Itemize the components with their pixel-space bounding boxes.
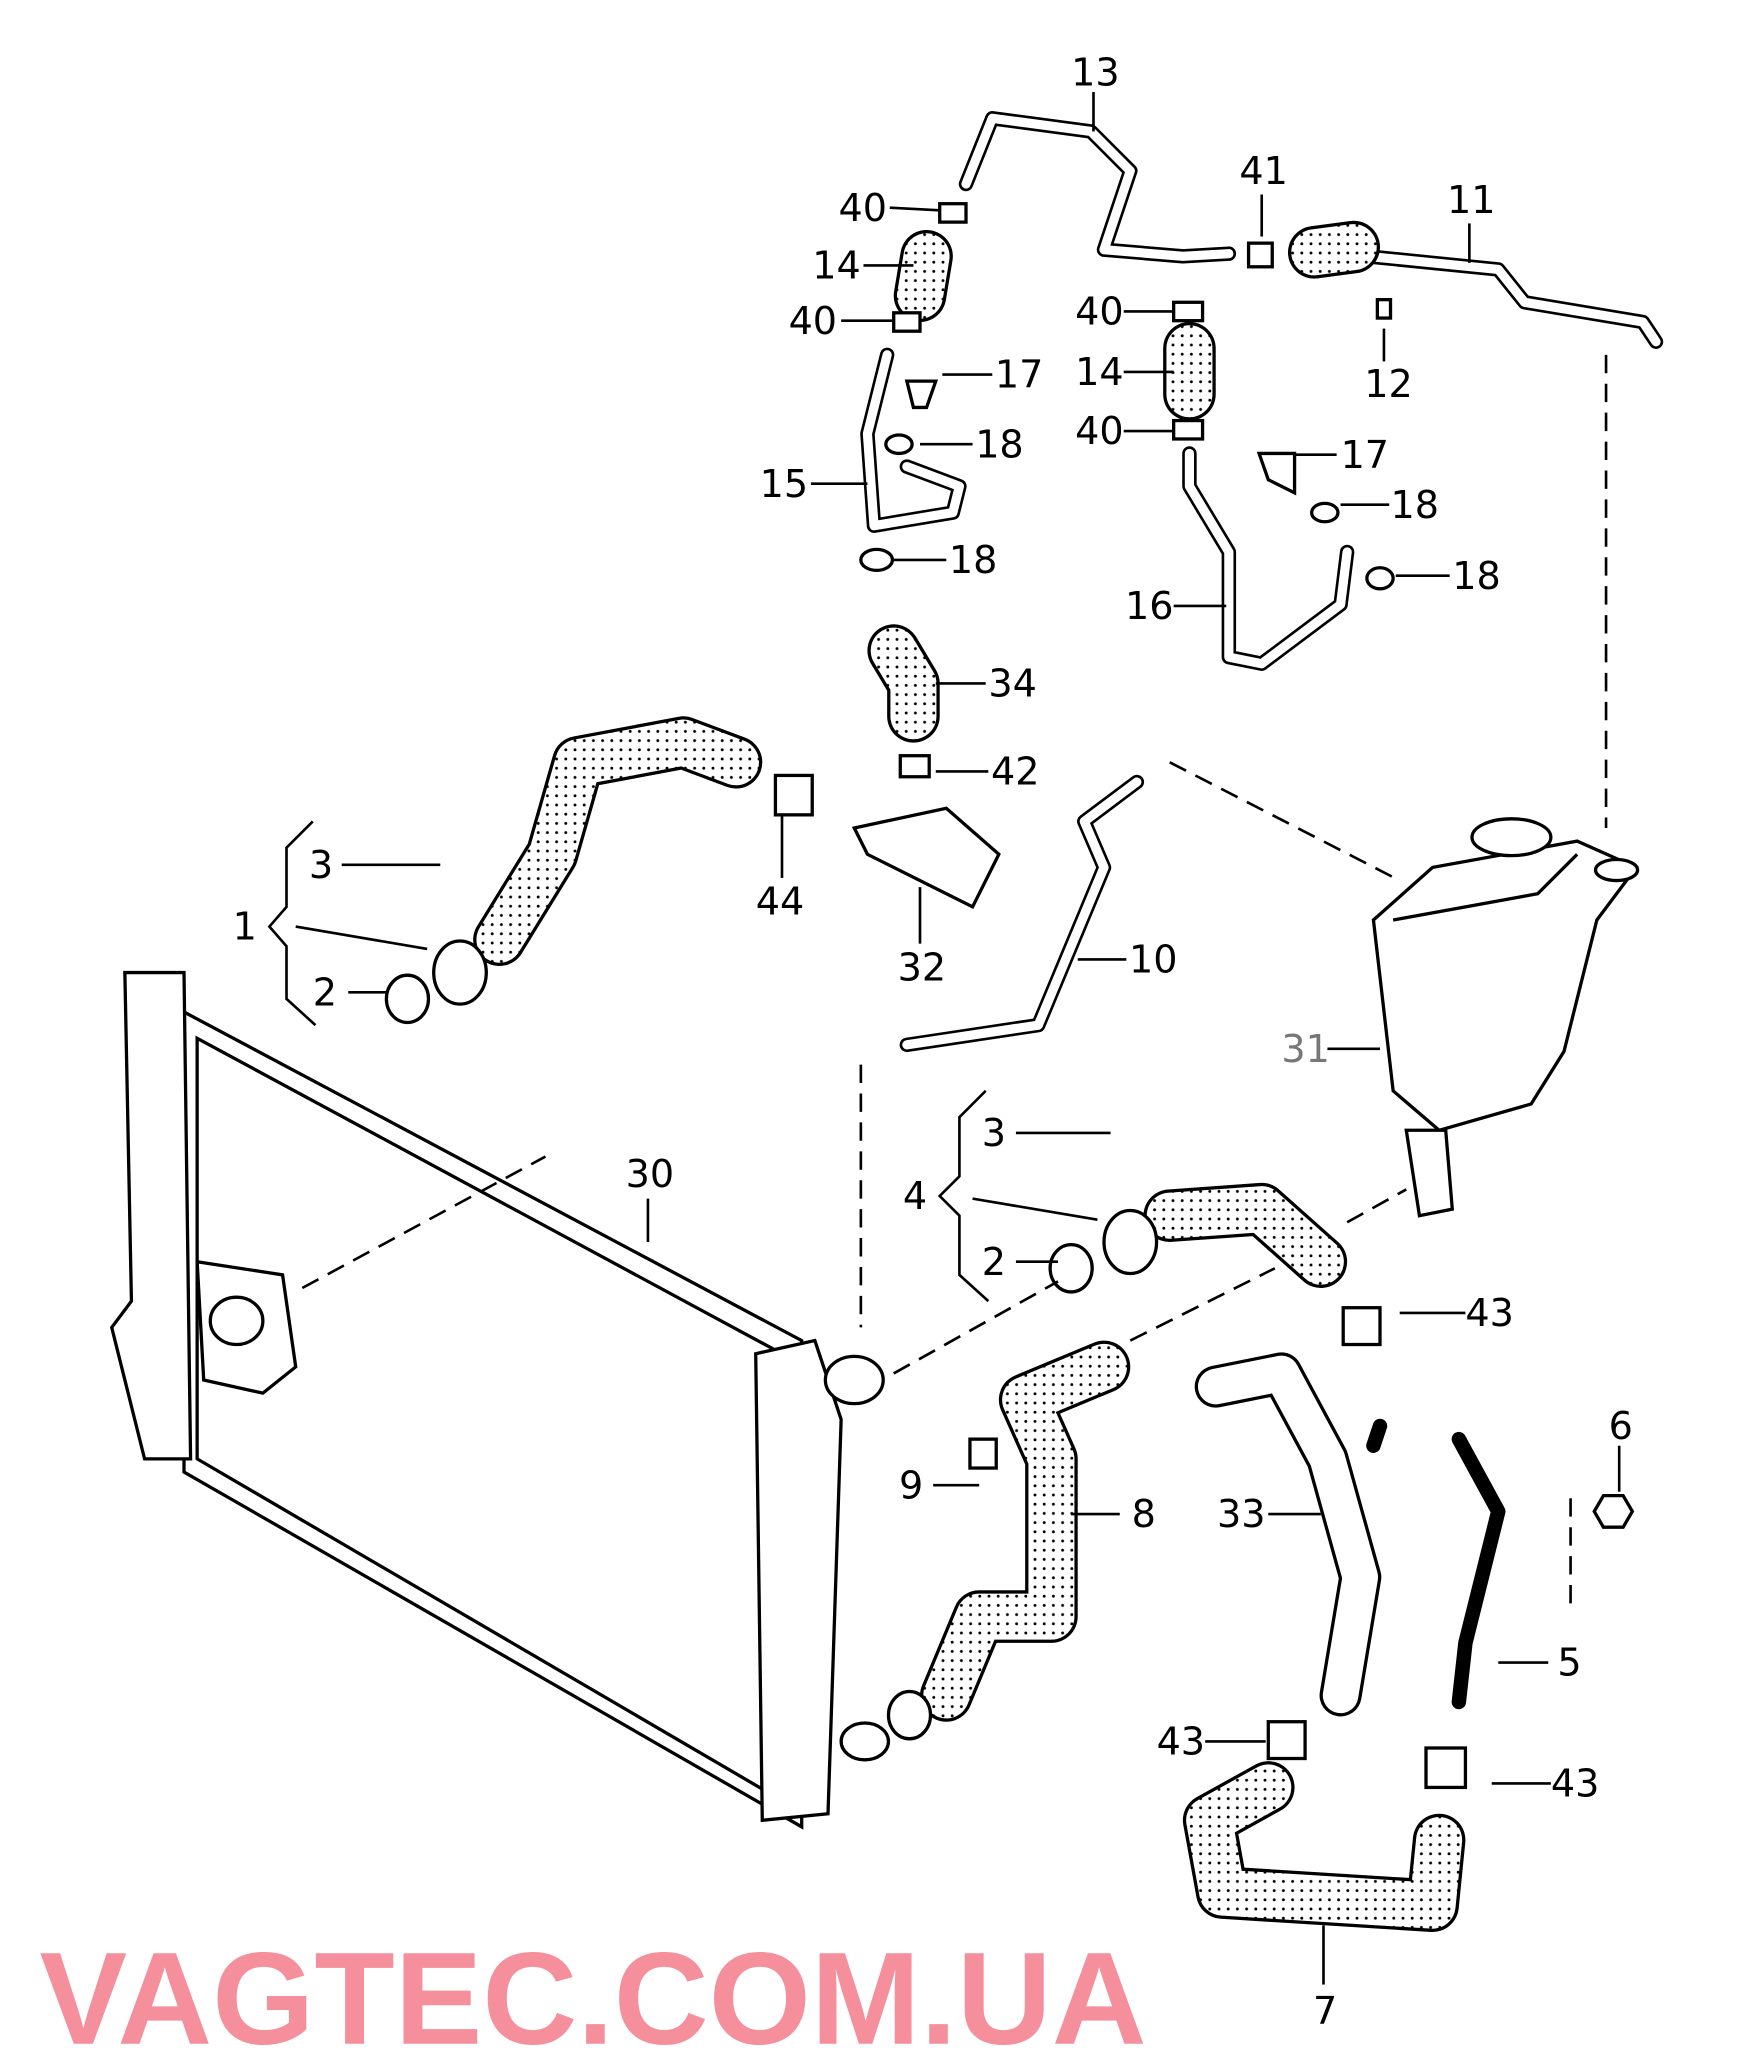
assembly-lines [301, 354, 1608, 1604]
part-label: 42 [991, 750, 1040, 794]
part-label: 3 [309, 843, 333, 887]
pipes [860, 111, 1664, 1710]
part-label: 14 [1075, 350, 1124, 394]
part-label: 3 [982, 1111, 1006, 1155]
part-label: 4 [903, 1174, 927, 1218]
part-label: 1 [233, 905, 257, 949]
part-label: 30 [626, 1152, 675, 1196]
part-label: 40 [789, 299, 837, 343]
part-label: 8 [1132, 1492, 1156, 1536]
part-label: 31 [1281, 1027, 1330, 1071]
part-label: 17 [1341, 433, 1390, 477]
part-label: 18 [1452, 554, 1501, 598]
part-label: 15 [760, 462, 808, 506]
part-label: 18 [975, 422, 1024, 466]
part-label: 11 [1447, 178, 1496, 222]
part-label: 2 [313, 970, 337, 1014]
part-label: 6 [1609, 1404, 1633, 1448]
part-label: 13 [1071, 50, 1120, 94]
expansion-tank [1371, 817, 1640, 1218]
small-parts [384, 202, 1635, 1790]
part-labels: 13 40 14 40 17 18 15 18 41 11 12 40 14 4… [233, 50, 1633, 2033]
part-label: 9 [899, 1463, 923, 1507]
watermark: VAGTEC.COM.UA [39, 1925, 1146, 2070]
part-label: 5 [1557, 1641, 1581, 1685]
part-label: 18 [1391, 483, 1440, 527]
part-label: 40 [1075, 409, 1124, 453]
part-label: 17 [995, 353, 1044, 397]
hoses [473, 220, 1466, 1932]
part-label: 14 [812, 244, 861, 288]
part-label: 43 [1157, 1720, 1206, 1764]
radiator [109, 970, 891, 1830]
part-label: 34 [988, 662, 1037, 706]
part-label: 41 [1239, 149, 1288, 193]
leader-lines [267, 92, 1621, 1985]
part-label: 18 [949, 538, 997, 582]
part-label: 2 [982, 1240, 1006, 1284]
part-label: 33 [1217, 1492, 1266, 1536]
part-label: 40 [839, 186, 888, 230]
part-label: 16 [1125, 584, 1174, 628]
part-label: 40 [1075, 290, 1124, 334]
part-label: 10 [1129, 938, 1178, 982]
part-label: 43 [1465, 1291, 1514, 1335]
part-label: 32 [898, 945, 946, 989]
part-label: 12 [1364, 362, 1413, 406]
part-label: 44 [756, 880, 805, 924]
part-label: 7 [1313, 1989, 1337, 2033]
part-label: 43 [1551, 1762, 1600, 1806]
